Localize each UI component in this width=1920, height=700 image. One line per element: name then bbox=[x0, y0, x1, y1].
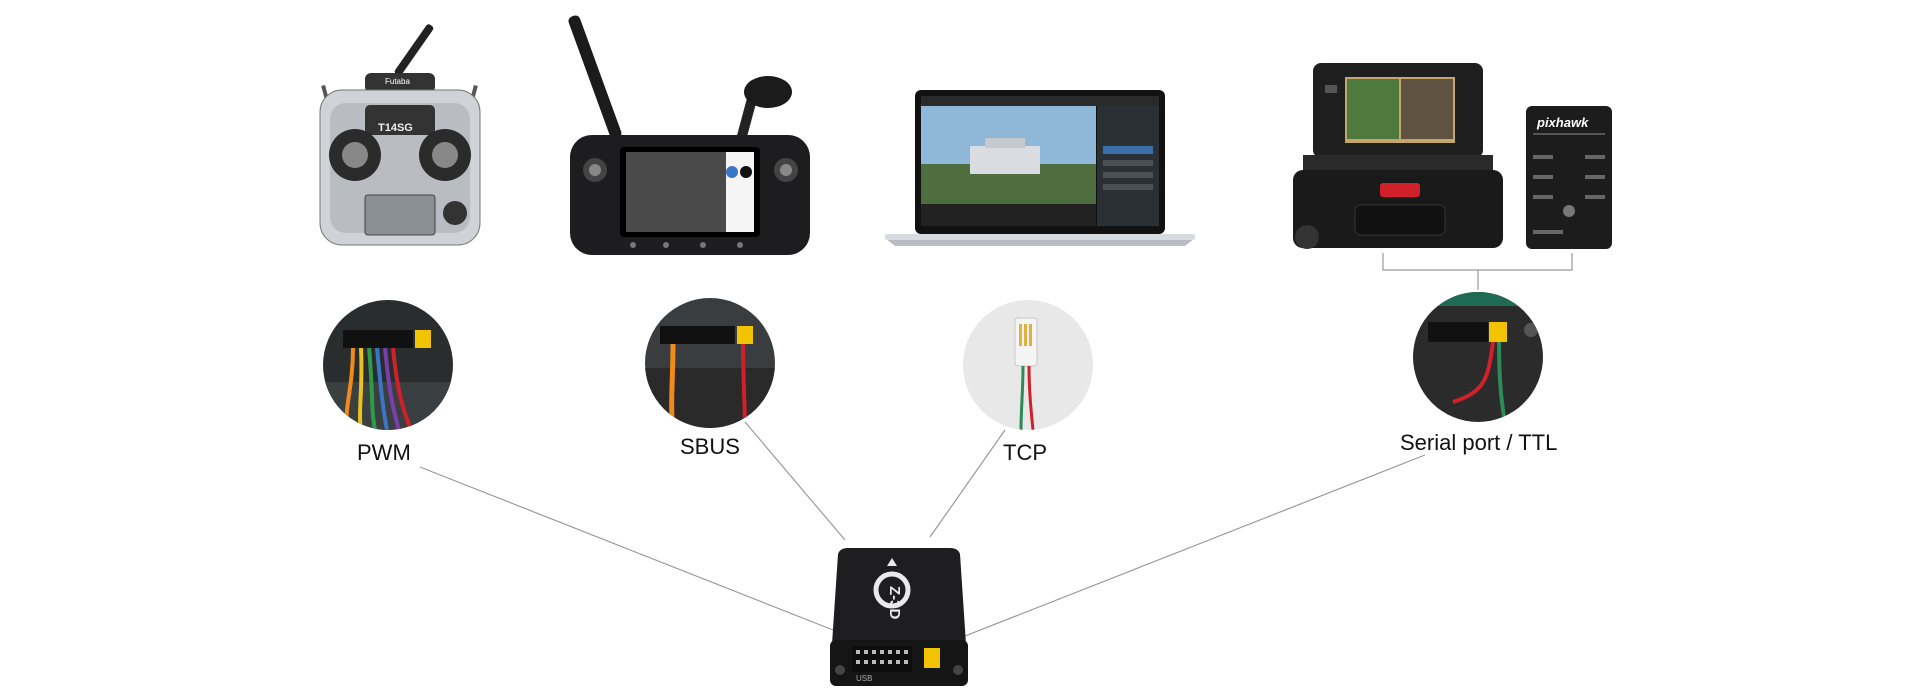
line-tcp bbox=[929, 429, 1006, 538]
z3d-usb-label: USB bbox=[856, 674, 873, 683]
bracket-line bbox=[1382, 253, 1573, 290]
interface-label-tcp: TCP bbox=[1003, 440, 1047, 465]
interface-label-sbus: SBUS bbox=[680, 434, 740, 459]
smart-remote-controller bbox=[568, 10, 813, 255]
line-pwm bbox=[419, 466, 839, 633]
pixhawk-brand-label: pixhawk bbox=[1537, 115, 1589, 130]
sbus-connector-thumbnail bbox=[645, 298, 775, 428]
rc-model-label: T14SG bbox=[378, 122, 413, 134]
interface-label-serial: Serial port / TTL bbox=[1400, 430, 1558, 455]
rc-brand-label: Futaba bbox=[385, 77, 410, 86]
tcp-connector-thumbnail bbox=[963, 300, 1093, 430]
z3d-gimbal-controller: Z-3D USB bbox=[828, 548, 970, 688]
ground-station-laptop bbox=[885, 88, 1195, 248]
interface-label-pwm: PWM bbox=[357, 440, 411, 465]
serial-connector-thumbnail bbox=[1413, 292, 1543, 422]
pwm-connector-thumbnail bbox=[323, 300, 453, 430]
z3d-model-label: Z-3D bbox=[886, 586, 903, 620]
rc-transmitter: Futaba T14SG bbox=[315, 15, 485, 250]
line-sbus bbox=[744, 421, 846, 541]
pixhawk-flight-controller: pixhawk bbox=[1525, 105, 1613, 250]
line-serial bbox=[959, 454, 1426, 639]
portable-ground-box bbox=[1285, 55, 1510, 255]
